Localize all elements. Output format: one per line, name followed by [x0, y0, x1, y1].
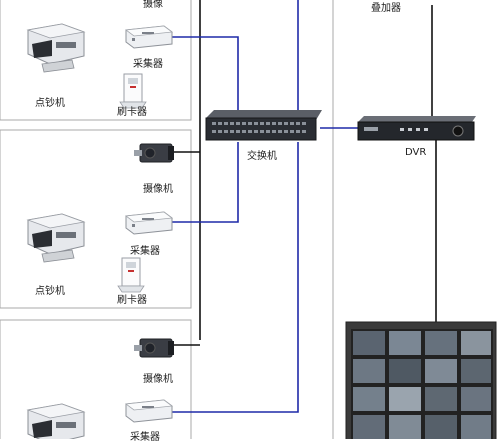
- label-collector-1: 采集器: [133, 59, 163, 70]
- counter-box-1: [0, 0, 192, 121]
- banknote-counter-icon: [26, 213, 86, 263]
- banknote-counter-icon: [26, 403, 86, 439]
- collector-icon: [124, 211, 174, 235]
- label-switch: 交换机: [247, 151, 277, 162]
- camera-icon: [134, 143, 174, 163]
- label-collector-3: 采集器: [130, 432, 160, 443]
- video-wall-icon: [345, 321, 497, 439]
- label-collector-2: 采集器: [130, 246, 160, 257]
- banknote-counter-icon: [26, 23, 86, 73]
- label-camera-3: 摄像机: [143, 374, 173, 385]
- video-lines: [172, 0, 437, 346]
- camera-icon: [134, 338, 174, 358]
- label-overlay: 叠加器: [371, 3, 401, 14]
- label-dvr: DVR: [405, 147, 427, 158]
- label-banknote-counter-1: 点钞机: [35, 98, 65, 109]
- dvr-icon: [357, 116, 476, 141]
- card-reader-icon: [119, 73, 147, 109]
- counter-box-2: [0, 129, 192, 309]
- label-card-reader-2: 刷卡器: [117, 295, 147, 306]
- network-switch-icon: [205, 110, 322, 141]
- network-lines: [170, 0, 358, 413]
- counter-box-3: [0, 319, 192, 439]
- collector-icon: [124, 399, 174, 423]
- card-reader-icon: [117, 257, 145, 293]
- label-card-reader-1: 刷卡器: [117, 107, 147, 118]
- collector-icon: [124, 25, 174, 49]
- monitor-room-box: [332, 0, 334, 439]
- label-banknote-counter-2: 点钞机: [35, 286, 65, 297]
- label-camera-2: 摄像机: [143, 184, 173, 195]
- label-top-cut: 摄像: [143, 0, 163, 10]
